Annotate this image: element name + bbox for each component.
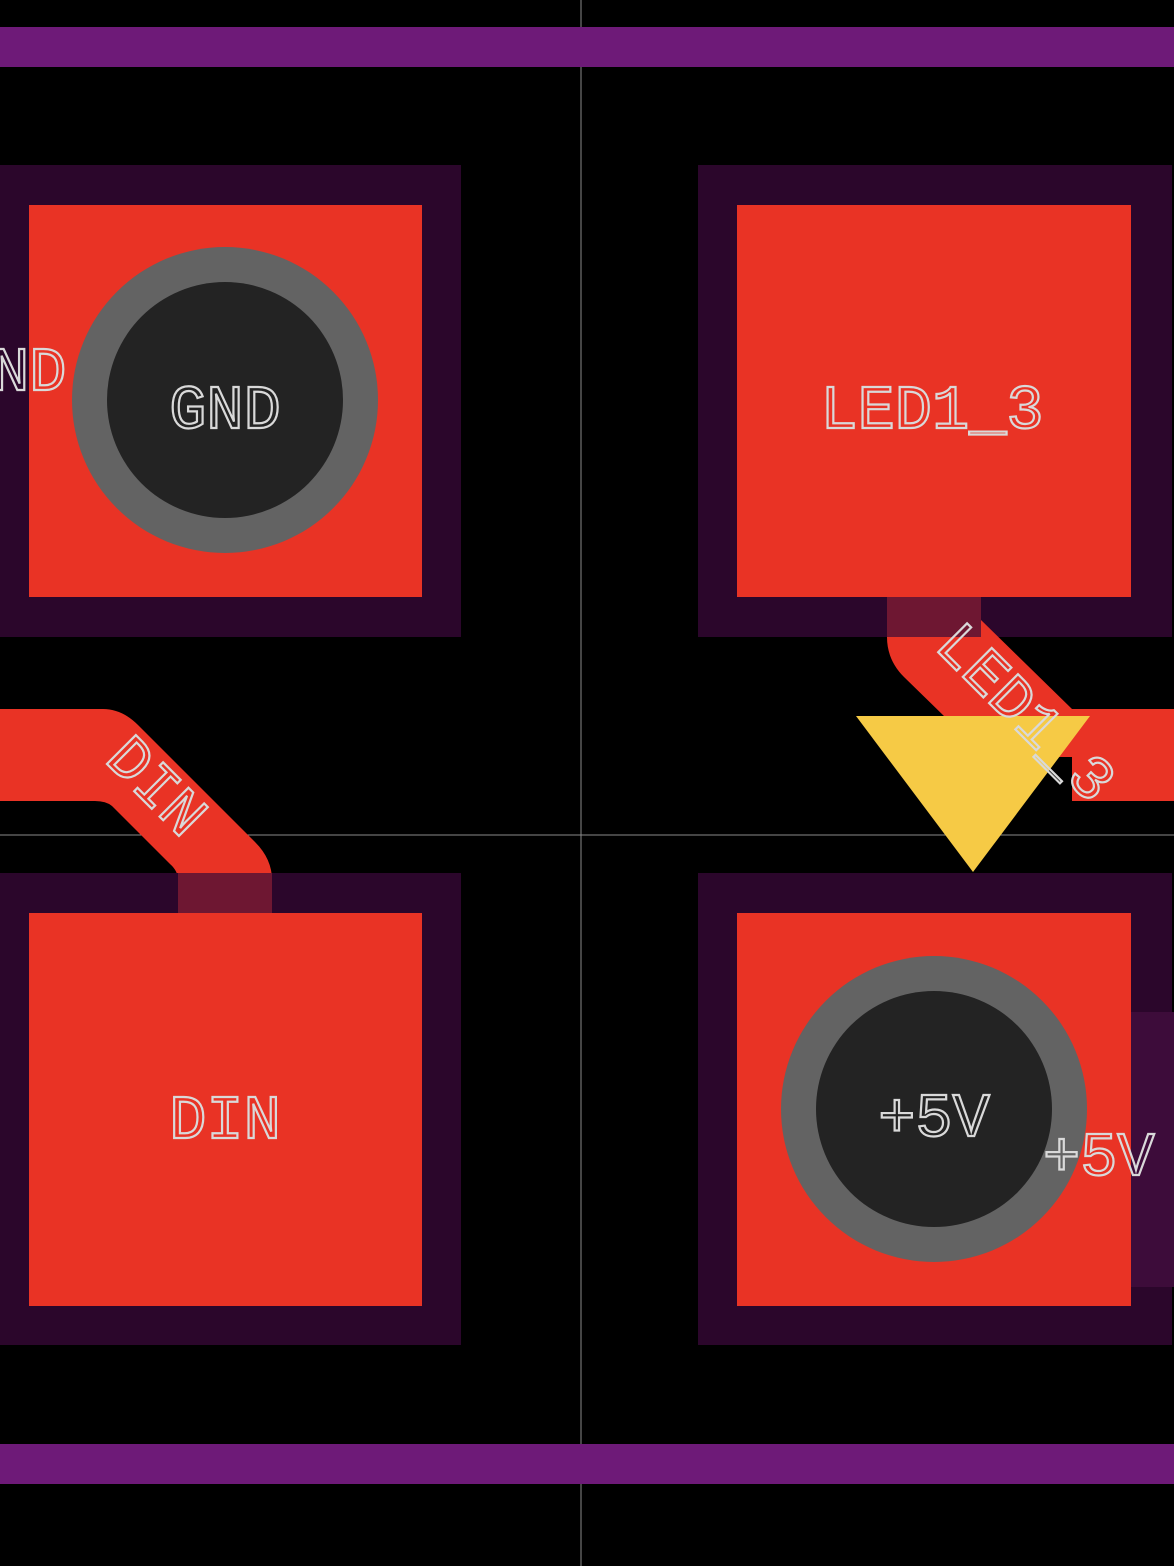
pad-5v[interactable]: +5V bbox=[698, 873, 1174, 1345]
via-gnd-hole bbox=[107, 282, 343, 518]
gnd-partial-label: ND bbox=[0, 338, 66, 409]
pad-led1-3[interactable]: LED1_3 bbox=[698, 165, 1172, 637]
board-edge-top bbox=[0, 27, 1174, 67]
via-5v-hole bbox=[816, 991, 1052, 1227]
pad-5v-label: +5V bbox=[878, 1084, 990, 1155]
pad-led1-3-label: LED1_3 bbox=[820, 376, 1043, 447]
board-edge-bottom bbox=[0, 1444, 1174, 1484]
pad-gnd-label: GND bbox=[169, 376, 281, 447]
trace-din-masked bbox=[178, 873, 272, 913]
pad-led1-3-copper bbox=[737, 205, 1131, 597]
trace-5v-right-masked bbox=[1131, 1012, 1174, 1287]
triangle-marker-icon[interactable] bbox=[856, 716, 1090, 872]
trace-din-copper bbox=[0, 709, 272, 880]
plus5v-partial-label: +5V bbox=[1043, 1123, 1155, 1194]
pad-din[interactable]: DIN bbox=[0, 873, 461, 1345]
trace-led1-3-masked-overlay bbox=[887, 597, 981, 637]
pad-din-label: DIN bbox=[169, 1086, 281, 1157]
pad-din-copper bbox=[29, 913, 422, 1306]
pad-gnd[interactable]: GND bbox=[0, 165, 461, 637]
trace-led1-3-right bbox=[1072, 709, 1174, 801]
